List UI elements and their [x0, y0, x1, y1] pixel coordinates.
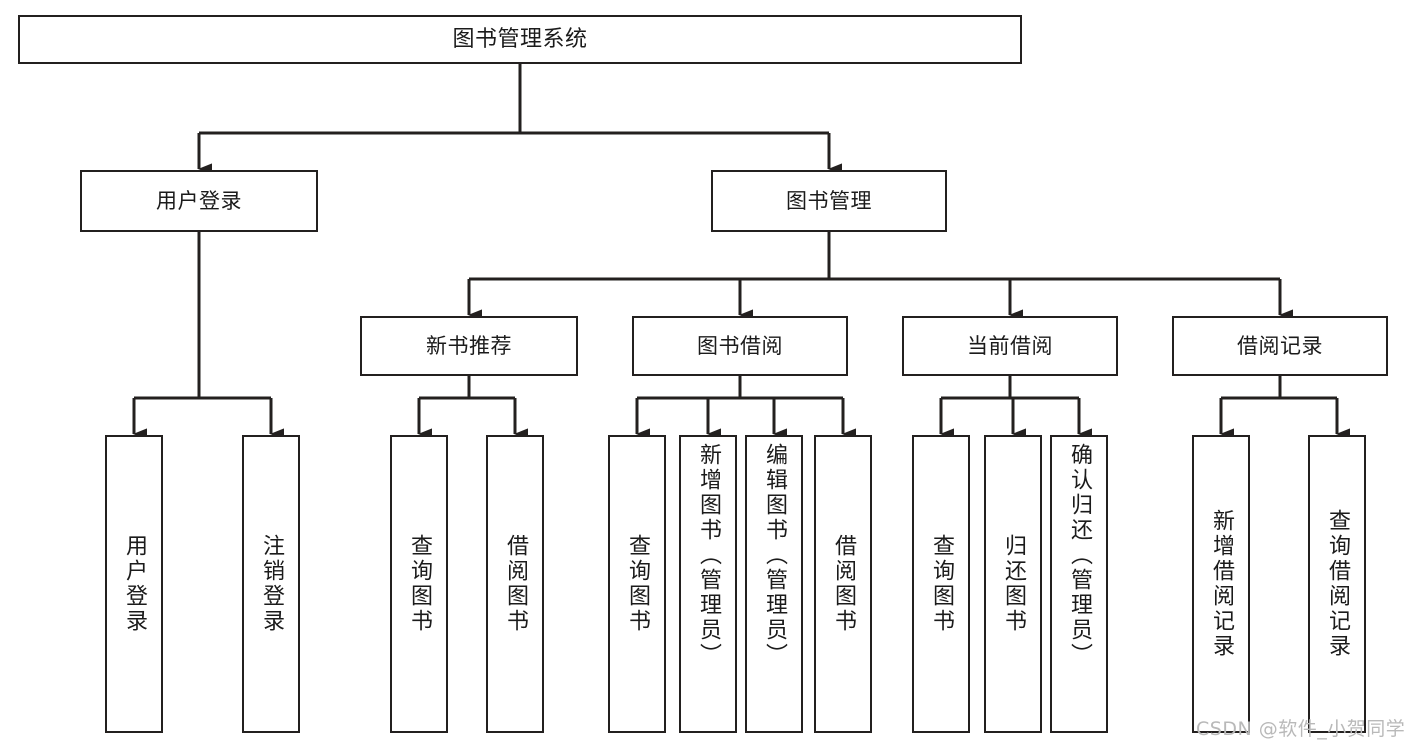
node-leaf-rec-query[interactable]: 查询借阅记录 — [1308, 435, 1366, 733]
node-label: 用户登录 — [156, 188, 242, 213]
node-label: 图书管理系统 — [452, 26, 588, 52]
node-leaf-rec-add[interactable]: 新增借阅记录 — [1192, 435, 1250, 733]
node-label: 新增借阅记录 — [1209, 509, 1234, 659]
node-records[interactable]: 借阅记录 — [1172, 316, 1388, 376]
node-label: 查询图书 — [407, 534, 432, 634]
node-label: 用户登录 — [122, 534, 147, 634]
node-leaf-bk-query[interactable]: 查询图书 — [608, 435, 666, 733]
node-label: 借阅图书 — [503, 534, 528, 634]
node-label: 图书借阅 — [697, 333, 783, 358]
node-current[interactable]: 当前借阅 — [902, 316, 1118, 376]
csdn-watermark: CSDN @软件_小贺同学 — [1196, 718, 1405, 740]
node-leaf-nb-query[interactable]: 查询图书 — [390, 435, 448, 733]
node-leaf-user-logout[interactable]: 注销登录 — [242, 435, 300, 733]
node-label: 查询图书 — [625, 534, 650, 634]
node-newbook[interactable]: 新书推荐 — [360, 316, 578, 376]
node-leaf-bk-add[interactable]: 新增图书（管理员） — [679, 435, 737, 733]
node-label: 注销登录 — [259, 534, 284, 634]
node-label: 当前借阅 — [967, 333, 1053, 358]
node-label: 查询借阅记录 — [1325, 509, 1350, 659]
node-label: 查询图书 — [929, 534, 954, 634]
node-label: 归还图书 — [1001, 534, 1026, 634]
node-root[interactable]: 图书管理系统 — [18, 15, 1022, 64]
node-borrow[interactable]: 图书借阅 — [632, 316, 848, 376]
node-leaf-bk-borrow[interactable]: 借阅图书 — [814, 435, 872, 733]
node-leaf-cur-return[interactable]: 归还图书 — [984, 435, 1042, 733]
node-label: 确认归还（管理员） — [1067, 443, 1092, 668]
node-bookmgmt[interactable]: 图书管理 — [711, 170, 947, 232]
node-label: 编辑图书（管理员） — [762, 443, 787, 668]
node-label: 新书推荐 — [426, 333, 512, 358]
node-leaf-nb-borrow[interactable]: 借阅图书 — [486, 435, 544, 733]
node-label: 新增图书（管理员） — [696, 443, 721, 668]
node-leaf-cur-query[interactable]: 查询图书 — [912, 435, 970, 733]
node-login[interactable]: 用户登录 — [80, 170, 318, 232]
node-label: 借阅图书 — [831, 534, 856, 634]
node-label: 图书管理 — [786, 188, 872, 213]
node-label: 借阅记录 — [1237, 333, 1323, 358]
node-leaf-cur-confirm[interactable]: 确认归还（管理员） — [1050, 435, 1108, 733]
node-leaf-user-login[interactable]: 用户登录 — [105, 435, 163, 733]
node-leaf-bk-edit[interactable]: 编辑图书（管理员） — [745, 435, 803, 733]
